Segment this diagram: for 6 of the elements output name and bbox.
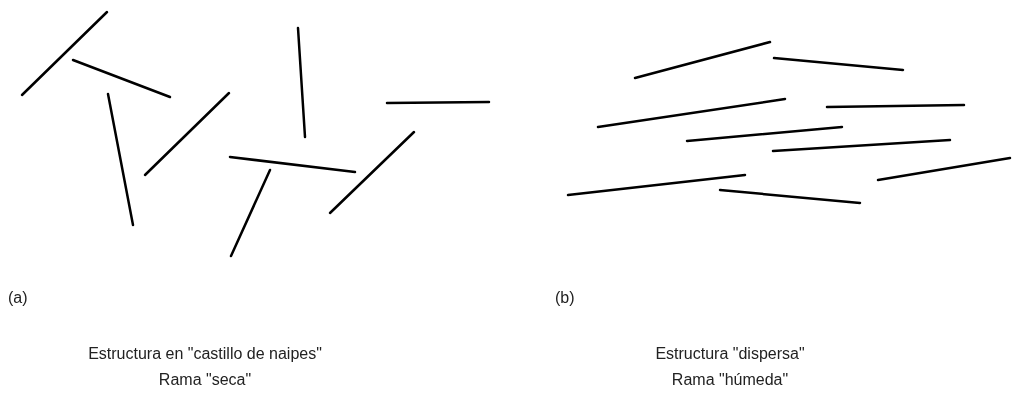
caption-text: Rama "húmeda" [671,370,789,390]
caption-text: Rama "seca" [158,370,252,390]
caption-text: Estructura en "castillo de naipes" [88,344,322,364]
panel-label: (a) [8,288,28,308]
caption-text: Estructura "dispersa" [655,344,805,364]
panel-label: (b) [555,288,575,308]
